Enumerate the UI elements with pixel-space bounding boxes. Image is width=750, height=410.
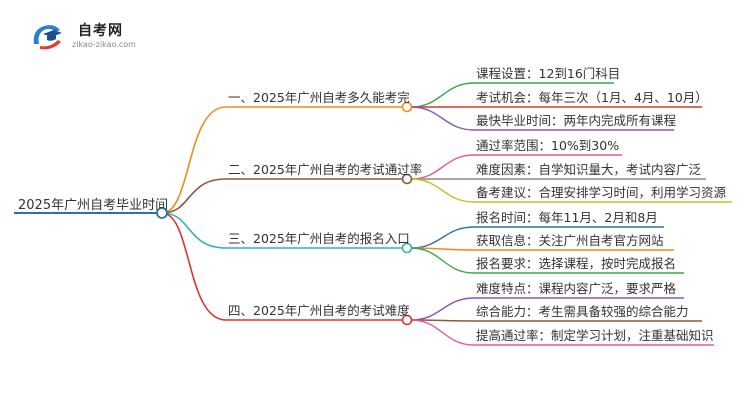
- graduation-cap-logo-icon: [33, 25, 62, 50]
- logo-subtitle: zikao-zikao.com: [72, 40, 136, 49]
- leaf-3-1-label: 报名时间：每年11月、2月和8月: [476, 210, 658, 225]
- root-node: [156, 207, 168, 219]
- leaf-1-1-curve: [410, 82, 475, 108]
- branch-4-label: 四、2025年广州自考的考试难度: [228, 303, 410, 318]
- branch-3-curve: [161, 212, 227, 249]
- leaf-3-3-curve: [410, 247, 475, 274]
- branch-2-curve: [161, 178, 227, 214]
- leaf-4-2-label: 综合能力：考生需具备较强的综合能力: [476, 304, 689, 319]
- leaf-1-1-label: 课程设置：12到16门科目: [476, 66, 621, 81]
- leaf-4-1-label: 难度特点：课程内容广泛，要求严格: [476, 281, 677, 296]
- leaf-2-2-label: 难度因素：自学知识量大，考试内容广泛: [476, 162, 702, 177]
- branch-3-node: [401, 242, 413, 254]
- leaf-3-3-label: 报名要求：选择课程，按时完成报名: [476, 256, 677, 271]
- leaf-3-2-label: 获取信息：关注广州自考官方网站: [476, 233, 664, 248]
- branch-1-node: [401, 101, 413, 113]
- leaf-1-3-curve: [410, 106, 475, 131]
- branch-2-label: 二、2025年广州自考的考试通过率: [228, 162, 423, 177]
- branch-2-node: [401, 173, 413, 185]
- site-logo[interactable]: 自考网 zikao-zikao.com: [30, 18, 170, 52]
- branch-1-label: 一、2025年广州自考多久能考完: [228, 90, 410, 105]
- branch-3-label: 三、2025年广州自考的报名入口: [228, 231, 410, 246]
- branch-4-node: [401, 314, 413, 326]
- logo-title: 自考网: [78, 23, 123, 39]
- leaf-2-1-label: 通过率范围：10%到30%: [476, 138, 620, 153]
- leaf-1-2-label: 考试机会：每年三次（1月、4月、10月）: [476, 90, 708, 105]
- leaf-4-3-curve: [410, 319, 475, 346]
- leaf-2-3-curve: [410, 178, 475, 203]
- leaf-2-3-label: 备考建议：合理安排学习时间，利用学习资源: [476, 185, 727, 200]
- leaf-4-3-label: 提高通过率：制定学习计划，注重基础知识: [476, 328, 714, 343]
- leaf-4-1-curve: [410, 297, 475, 321]
- branch-4-curve: [161, 212, 227, 321]
- leaf-3-1-curve: [410, 226, 475, 249]
- root-node-label: 2025年广州自考毕业时间: [18, 198, 169, 213]
- leaf-1-3-label: 最快毕业时间：两年内完成所有课程: [476, 113, 677, 128]
- branch-1-curve: [161, 106, 227, 214]
